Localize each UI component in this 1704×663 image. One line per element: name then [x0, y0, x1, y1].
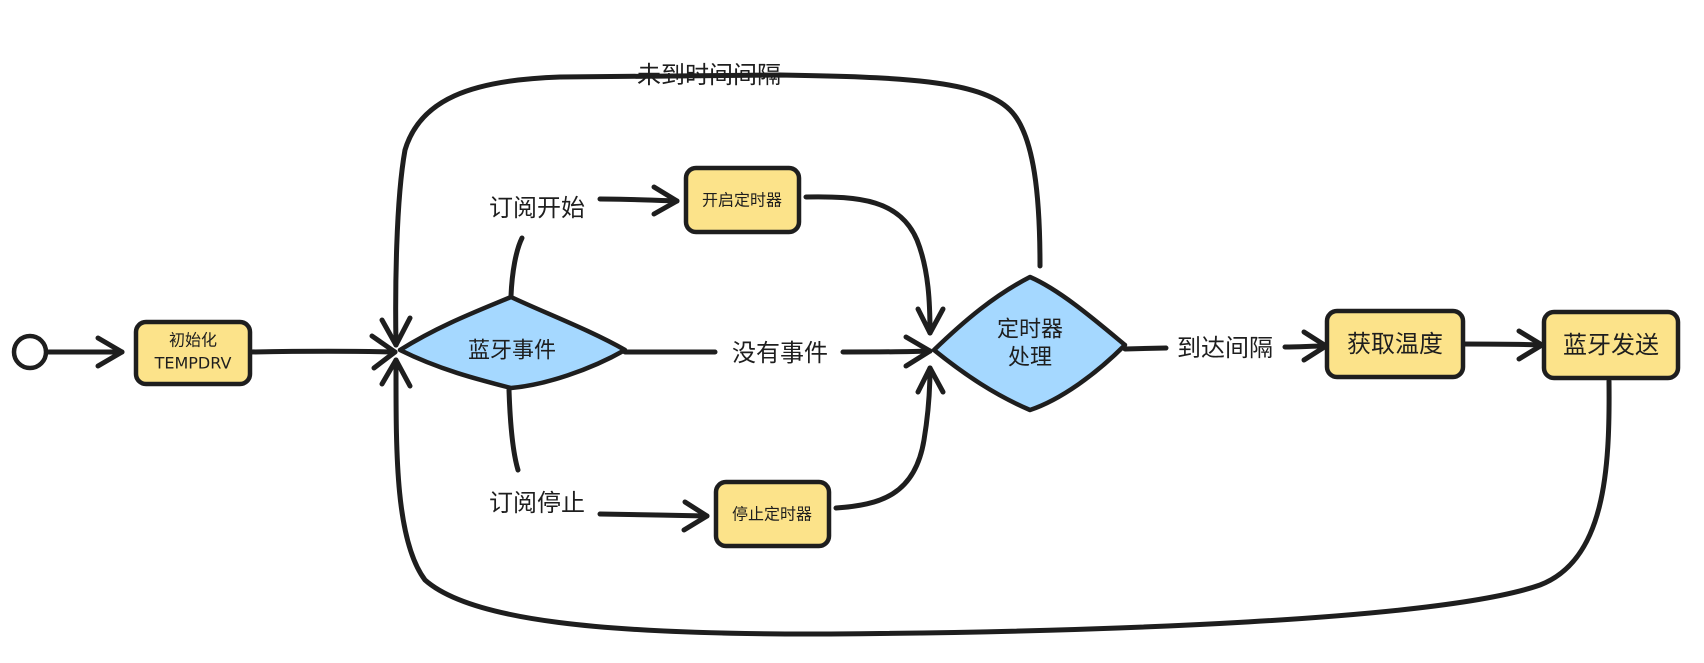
init-node-label-2: TEMPDRV [154, 354, 232, 373]
edge-sub-stop-right [597, 511, 710, 519]
stop-timer-node [713, 479, 832, 549]
edge-sub-stop-arrowhead [681, 499, 710, 533]
edge-init-to-merge-arrowhead [369, 333, 398, 371]
edge-start-timer-arrowhead [915, 306, 946, 336]
edge-label-no-event: 没有事件 [732, 339, 828, 367]
edge-label-interval-reached: 到达间隔 [1177, 334, 1273, 362]
edge-no-event-arrowhead [903, 334, 933, 369]
edge-start-to-init-arrowhead [95, 335, 125, 369]
start-timer-node [683, 165, 802, 235]
edge-sub-start-arrowhead [651, 184, 680, 217]
bt-event-label: 蓝牙事件 [468, 339, 556, 364]
edge-temp-to-send [1458, 341, 1545, 348]
init-node-box [133, 319, 253, 387]
start-timer-label: 开启定时器 [702, 191, 782, 210]
edge-label-subscribe-stop: 订阅停止 [489, 489, 585, 517]
edge-not-yet-loop-arrowhead [379, 315, 413, 348]
edge-send-loop-arrowhead [379, 357, 413, 389]
edge-sub-start-right [597, 196, 680, 204]
bt-send-node [1541, 309, 1681, 381]
edge-sub-stop-down [506, 387, 521, 473]
edge-send-loop [393, 357, 1612, 637]
edge-no-event-right [840, 348, 933, 355]
edge-reached-left [1122, 345, 1169, 352]
start-node [11, 333, 49, 371]
edge-init-to-merge [248, 348, 398, 355]
bt-send-label: 蓝牙发送 [1563, 331, 1659, 359]
edge-reached-right [1282, 343, 1329, 350]
timer-decision-label-1: 定时器 [997, 318, 1063, 343]
edge-not-yet-loop [393, 72, 1043, 348]
stop-timer-label: 停止定时器 [732, 505, 812, 524]
edge-label-not-yet-interval: 未到时间间隔 [637, 61, 781, 89]
bt-event-decision [397, 294, 628, 391]
get-temp-label: 获取温度 [1347, 330, 1443, 358]
init-node-label-1: 初始化 [169, 331, 217, 350]
edge-stop-timer-arrowhead [915, 365, 946, 395]
edge-label-subscribe-start: 订阅开始 [489, 194, 585, 222]
timer-decision [931, 274, 1128, 413]
edge-sub-start-up [508, 235, 525, 299]
get-temp-node [1324, 308, 1466, 380]
edge-stop-timer-to-decision [833, 365, 933, 511]
edge-start-timer-to-decision [803, 194, 933, 336]
timer-decision-label-2: 处理 [1008, 346, 1052, 371]
